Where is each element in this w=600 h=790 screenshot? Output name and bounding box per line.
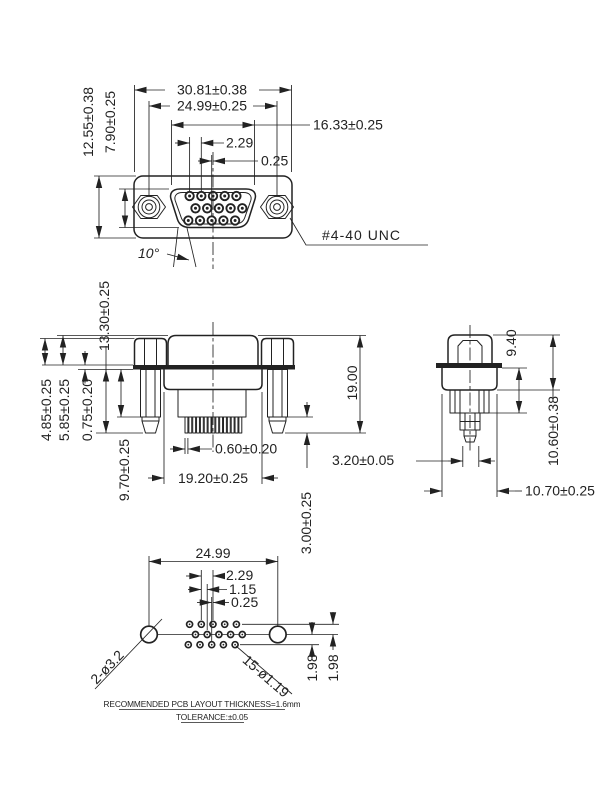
- pcb-layout-view: 24.99 2.29 1.15 0.25 1.98: [87, 545, 341, 723]
- dim-pcb-row-spacing-a: 1.98: [304, 654, 320, 681]
- dim-side-depth-below-flange: 9.40: [503, 329, 519, 356]
- dim-top-shell-width: 16.33±0.25: [313, 117, 383, 133]
- pcb-note-line2: TOLERANCE:±0.05: [176, 712, 249, 722]
- right-jackscrew-icon: [260, 195, 294, 219]
- pcb-note-line1: RECOMMENDED PCB LAYOUT THICKNESS=1.6mm: [104, 699, 301, 709]
- top-view-dimensions: 30.81±0.38 24.99±0.25 16.33±0.25 2.29 0.…: [80, 82, 428, 261]
- left-mount-hole: [139, 625, 159, 644]
- dim-side-overall-depth: 10.60±0.38: [545, 396, 561, 466]
- side-view-connector-body: [436, 325, 502, 452]
- dim-front-pin-width: 0.60±0.20: [215, 441, 277, 457]
- left-hex-standoff: [133, 337, 168, 366]
- right-mount-hole: [268, 625, 287, 644]
- socket-holes: [183, 190, 248, 226]
- insulator-body: [177, 389, 247, 418]
- pin-holes: [184, 620, 247, 649]
- mounting-flange-plate: [133, 365, 295, 370]
- dim-front-insulator-depth: 9.70±0.25: [116, 439, 132, 501]
- dim-top-draft-angle: 10°: [138, 245, 160, 261]
- front-view: 4.85±0.25 5.85±0.25 0.75±0.20 13.30±0.25…: [38, 281, 366, 554]
- thread-callout: #4-40 UNC: [322, 227, 401, 243]
- top-view-connector-body: [132, 152, 294, 269]
- callout-pin-holes: 15-ø1.19: [240, 652, 293, 701]
- side-view-dimensions: 9.40 10.60±0.38 3.20±0.05 10.70±0.25: [332, 329, 595, 498]
- dim-pcb-mount-hole-span: 24.99: [195, 545, 230, 561]
- dim-side-bracket-width: 3.20±0.05: [332, 452, 394, 468]
- top-view: 30.81±0.38 24.99±0.25 16.33±0.25 2.29 0.…: [80, 82, 428, 269]
- dim-top-screw-span: 24.99±0.25: [177, 98, 247, 114]
- dim-top-shell-height: 7.90±0.25: [102, 91, 118, 153]
- dim-pcb-row-stagger: 1.15: [229, 581, 256, 597]
- body-shoulder: [441, 367, 498, 391]
- dim-top-width-overall: 30.81±0.38: [177, 82, 247, 98]
- dim-front-tip-length: 3.00±0.25: [298, 492, 314, 554]
- right-hex-standoff: [260, 337, 295, 366]
- front-view-connector-body: [133, 322, 295, 452]
- mounting-flange-plate: [436, 363, 502, 368]
- d-shell-outer: [169, 188, 257, 229]
- dim-front-body-height: 5.85±0.25: [56, 379, 72, 441]
- body-top: [167, 334, 259, 366]
- dim-pcb-row-spacing-b: 1.98: [325, 654, 341, 681]
- dim-front-flange-thickness: 0.75±0.20: [79, 379, 95, 441]
- dim-pcb-row-offset: 0.25: [231, 594, 258, 610]
- left-jackscrew-shaft: [140, 369, 161, 434]
- callout-mount-holes: 2-ø3.2: [87, 647, 127, 687]
- right-jackscrew-shaft: [267, 369, 288, 434]
- dim-front-body-width: 19.20±0.25: [178, 470, 248, 486]
- dim-top-pin-pitch: 2.29: [226, 135, 253, 151]
- pcb-notes: RECOMMENDED PCB LAYOUT THICKNESS=1.6mm T…: [104, 699, 301, 723]
- body-lower: [449, 389, 490, 414]
- side-view: 9.40 10.60±0.38 3.20±0.05 10.70±0.25: [332, 325, 595, 499]
- dim-front-overall-height: 19.00: [344, 365, 360, 400]
- pin-comb: [184, 416, 243, 434]
- dim-pcb-pin-pitch: 2.29: [226, 567, 253, 583]
- pcb-hole-pattern: [139, 620, 338, 649]
- dim-front-jackscrew-depth: 13.30±0.25: [96, 281, 112, 351]
- dim-front-standoff-height: 4.85±0.25: [38, 379, 54, 441]
- left-jackscrew-icon: [132, 195, 166, 219]
- dim-side-body-width: 10.70±0.25: [525, 483, 595, 499]
- dim-top-flange-height: 12.55±0.38: [80, 87, 96, 157]
- front-view-dimensions: 4.85±0.25 5.85±0.25 0.75±0.20 13.30±0.25…: [38, 281, 366, 554]
- dim-top-center-offset: 0.25: [261, 153, 288, 169]
